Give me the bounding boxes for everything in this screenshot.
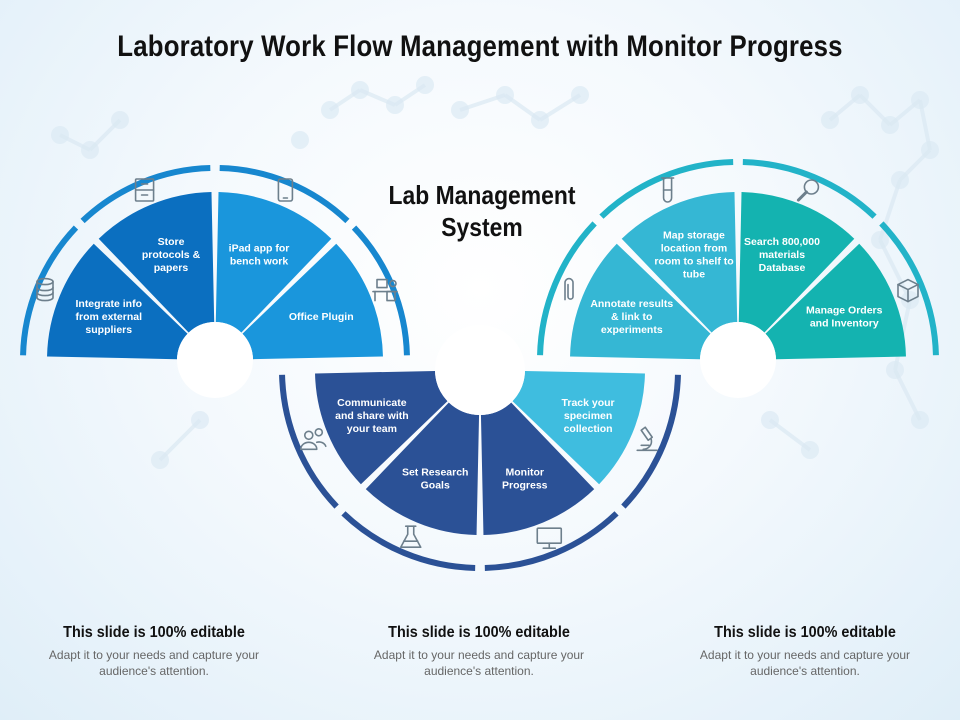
segment-label-line: and share with bbox=[335, 410, 409, 422]
footer-heading: This slide is 100% editable bbox=[714, 624, 896, 641]
segment-wedge bbox=[765, 243, 906, 360]
segment-wedge bbox=[315, 370, 448, 485]
magnifier-icon bbox=[796, 179, 820, 202]
segment-label-line: Search 800,000 bbox=[744, 236, 820, 248]
segment-wedge bbox=[512, 370, 645, 485]
segment-label-line: Map storage bbox=[663, 229, 725, 241]
segment-label-line: papers bbox=[154, 262, 189, 274]
ring-arc bbox=[879, 221, 939, 356]
segment-wedge bbox=[365, 402, 480, 535]
filing-cabinet-icon bbox=[134, 178, 155, 202]
ring-arc bbox=[484, 511, 619, 571]
segment-label-line: iPad app for bbox=[229, 242, 290, 254]
desk-icon bbox=[372, 278, 398, 302]
footer-text: Adapt it to your needs and capture your … bbox=[373, 648, 585, 678]
segment-label-line: Goals bbox=[421, 480, 450, 492]
segment-label-line: tube bbox=[683, 268, 705, 280]
page-title: Laboratory Work Flow Management with Mon… bbox=[117, 30, 843, 63]
ring-arc bbox=[80, 165, 211, 224]
ring-arc bbox=[341, 511, 476, 571]
footer-block-3: This slide is 100% editable Adapt it to … bbox=[685, 624, 925, 679]
segment-label-line: Manage Orders bbox=[806, 304, 883, 316]
segment-wedge bbox=[738, 192, 855, 333]
segment-label-line: Store bbox=[158, 236, 185, 248]
segment-label-line: protocols & bbox=[142, 249, 201, 261]
segment-label-line: location from bbox=[661, 242, 728, 254]
segment-wedge bbox=[570, 243, 711, 360]
footer-text: Adapt it to your needs and capture your … bbox=[699, 648, 911, 678]
ring-arc bbox=[621, 374, 681, 509]
tablet-icon bbox=[277, 178, 294, 202]
segment-label-line: Track your bbox=[562, 397, 615, 409]
outer-rings bbox=[20, 159, 939, 571]
segment-label-line: from external bbox=[75, 311, 142, 323]
footer-heading: This slide is 100% editable bbox=[388, 624, 570, 641]
ring-arc bbox=[537, 221, 597, 356]
segment-label-line: Communicate bbox=[337, 397, 407, 409]
segment-label-line: Integrate info bbox=[75, 298, 142, 310]
ring-arc bbox=[279, 374, 339, 509]
segment-label-line: specimen bbox=[564, 410, 612, 422]
segment-label-line: materials bbox=[759, 249, 805, 261]
center-hub bbox=[435, 325, 525, 415]
footer-block-2: This slide is 100% editable Adapt it to … bbox=[359, 624, 599, 679]
segment-wedge bbox=[47, 243, 188, 360]
segment-wedge bbox=[215, 192, 332, 333]
ring-arc bbox=[599, 159, 734, 219]
footer-heading: This slide is 100% editable bbox=[63, 624, 245, 641]
segment-label-line: and Inventory bbox=[810, 317, 879, 329]
ring-arc bbox=[742, 159, 877, 219]
segment-label-line: Database bbox=[759, 262, 806, 274]
box-icon bbox=[897, 278, 919, 303]
database-icon bbox=[36, 277, 54, 302]
segment-wedge bbox=[621, 192, 738, 333]
ring-arc bbox=[219, 165, 350, 224]
monitor-icon bbox=[536, 527, 563, 550]
center-hubs bbox=[177, 322, 776, 415]
center-title: Lab Management System bbox=[388, 180, 576, 242]
segment-label-line: Progress bbox=[502, 480, 548, 492]
icon-layer bbox=[36, 177, 919, 550]
segment-label-line: suppliers bbox=[85, 324, 132, 336]
segment-wedge bbox=[98, 192, 215, 333]
footer-block-1: This slide is 100% editable Adapt it to … bbox=[34, 624, 274, 679]
segment-label-line: your team bbox=[347, 423, 397, 435]
segment-label-line: Annotate results bbox=[590, 298, 673, 310]
segment-label: Office Plugin bbox=[289, 311, 354, 323]
test-tube-icon bbox=[660, 177, 675, 203]
segment-label-line: Office Plugin bbox=[289, 311, 354, 323]
microscope-icon bbox=[636, 426, 659, 452]
paperclip-icon bbox=[564, 277, 574, 301]
flask-icon bbox=[399, 525, 422, 549]
footer-text: Adapt it to your needs and capture your … bbox=[48, 648, 260, 678]
segment-wedge bbox=[480, 402, 595, 535]
center-hub bbox=[700, 322, 776, 398]
segment-label-line: Set Research bbox=[402, 467, 469, 479]
segment-label-line: collection bbox=[564, 423, 613, 435]
team-icon bbox=[299, 427, 327, 451]
segment-label-line: room to shelf to bbox=[654, 255, 733, 267]
segment-wedge bbox=[242, 243, 383, 360]
center-hub bbox=[177, 322, 253, 398]
segment-label-line: Monitor bbox=[506, 467, 545, 479]
segment-label-line: experiments bbox=[601, 324, 663, 336]
segment-label-line: bench work bbox=[230, 255, 289, 267]
segment-label-line: & link to bbox=[611, 311, 652, 323]
